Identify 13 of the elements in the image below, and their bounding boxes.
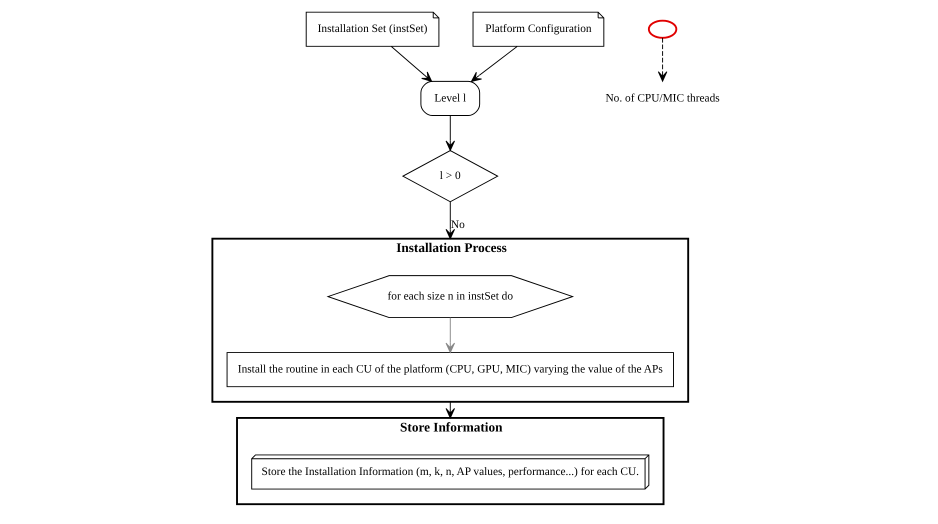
node-box: Install the routine in each CU of the platform (CPU, GPU, MIC) varying the value of the APs (226, 352, 674, 388)
arrow (446, 317, 456, 353)
arrow (658, 37, 668, 82)
arrow (470, 46, 518, 82)
node-circle (648, 20, 678, 39)
node-text: No. of CPU/MIC threads (605, 92, 720, 104)
arrow (446, 202, 456, 240)
node-diamond: l > 0 (402, 150, 499, 202)
edge-label: No (450, 218, 465, 231)
arrow (446, 115, 456, 151)
arrow (446, 401, 456, 418)
node-box: Level l (420, 80, 480, 116)
arrow (390, 46, 432, 82)
